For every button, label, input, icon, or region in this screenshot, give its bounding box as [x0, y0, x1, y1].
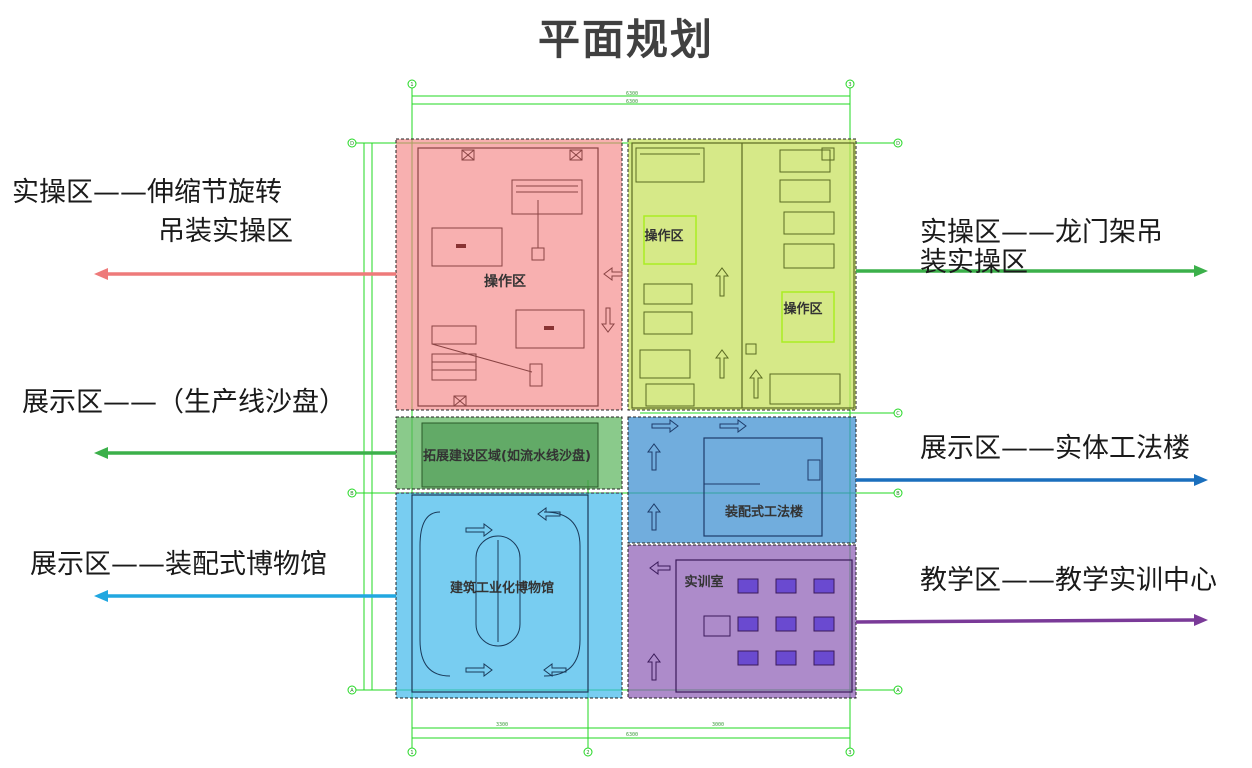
grid-axis-labels: 1 3 1 2 3 D B A D C B A — [350, 82, 900, 756]
dimension-marks: 6300 6300 3300 3000 6300 — [496, 91, 724, 738]
arrow-purple-right — [855, 618, 1197, 624]
svg-text:6300: 6300 — [626, 732, 638, 738]
grid-axis-bubbles — [347, 79, 903, 757]
zone-yellow-gantry-area: 操作区 操作区 — [627, 138, 857, 411]
page-title: 平面规划 — [537, 15, 714, 64]
training-desk — [813, 616, 835, 632]
zone-yellow-a-label: 操作区 — [644, 228, 683, 244]
zone-blue-label: 装配式工法楼 — [724, 504, 803, 520]
right-label-construction-building: 展示区——实体工法楼 — [920, 433, 1190, 464]
training-desk — [775, 578, 797, 594]
left-label-prefab-museum: 展示区——装配式博物馆 — [30, 549, 327, 580]
training-desk — [737, 578, 759, 594]
zone-purple-label: 实训室 — [684, 574, 723, 590]
left-label-production-line-model: 展示区——（生产线沙盘） — [22, 387, 346, 418]
svg-text:3: 3 — [848, 82, 851, 88]
training-desk — [737, 616, 759, 632]
svg-text:3: 3 — [848, 750, 851, 756]
svg-text:C: C — [896, 411, 900, 417]
zone-red-label: 操作区 — [484, 273, 526, 290]
zone-cyan-museum: 建筑工业化博物馆 — [395, 492, 623, 699]
training-desk — [737, 650, 759, 666]
training-desks — [737, 578, 835, 666]
svg-text:6300: 6300 — [626, 91, 638, 97]
zone-blue-construction-building: 装配式工法楼 — [627, 416, 857, 544]
training-desk — [813, 650, 835, 666]
svg-text:B: B — [350, 491, 354, 497]
training-desk — [813, 578, 835, 594]
zone-yellow-b-label: 操作区 — [783, 301, 822, 317]
svg-text:1: 1 — [410, 750, 413, 756]
outward-arrows — [94, 265, 1208, 626]
svg-text:D: D — [350, 141, 354, 147]
svg-text:3000: 3000 — [712, 722, 724, 728]
svg-text:2: 2 — [586, 750, 589, 756]
zone-green-label: 拓展建设区域(如流水线沙盘) — [423, 448, 591, 464]
svg-text:B: B — [896, 491, 900, 497]
training-desk — [775, 650, 797, 666]
zone-purple-training-center: 实训室 — [627, 544, 857, 699]
svg-text:3300: 3300 — [496, 722, 508, 728]
svg-text:A: A — [350, 688, 354, 694]
training-desk — [775, 616, 797, 632]
zone-green-expansion-area: 拓展建设区域(如流水线沙盘) — [395, 416, 623, 490]
right-label-training-center: 教学区——教学实训中心 — [920, 565, 1217, 596]
svg-text:A: A — [896, 688, 900, 694]
svg-text:6300: 6300 — [626, 99, 638, 105]
zone-red-operation-area: 操作区 — [395, 138, 623, 411]
right-label-gantry-hoisting: 实操区——龙门架吊 装实操区 — [920, 217, 1163, 278]
left-label-rotation-hoisting: 实操区——伸缩节旋转 吊装实操区 — [12, 177, 293, 247]
zone-cyan-label: 建筑工业化博物馆 — [450, 580, 554, 596]
svg-text:D: D — [896, 141, 900, 147]
svg-text:1: 1 — [410, 82, 413, 88]
